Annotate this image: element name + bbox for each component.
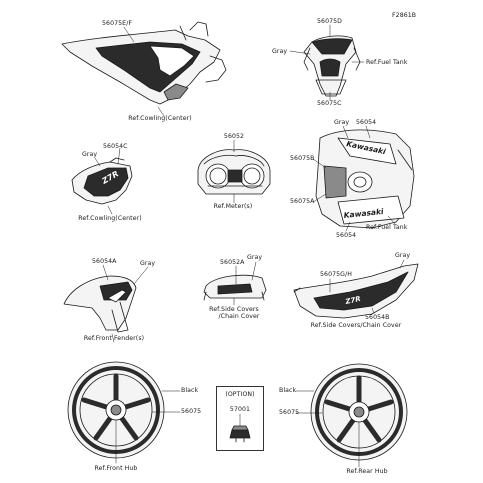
color-black-front: Black bbox=[181, 387, 199, 394]
svg-text:Kawasaki: Kawasaki bbox=[343, 207, 384, 220]
ref-cowling-center-mid: Ref.Cowling(Center) bbox=[78, 215, 142, 222]
fuel-tank-side-decal-illustration: Kawasaki Kawasaki bbox=[315, 129, 415, 229]
color-gray-fender: Gray bbox=[140, 260, 156, 267]
part-number-56075b: 56075B bbox=[290, 155, 315, 162]
option-box bbox=[216, 386, 264, 451]
color-gray-chain: Gray bbox=[247, 254, 263, 261]
option-clip-illustration bbox=[229, 425, 251, 443]
color-gray-tank-top: Gray bbox=[272, 48, 288, 55]
part-number-56054-top: 56054 bbox=[356, 119, 377, 126]
ref-side-covers-chain-cover: Ref.Side Covers/Chain Cover bbox=[310, 322, 402, 329]
ref-fuel-tank-mid: Ref.Fuel Tank bbox=[366, 224, 408, 231]
ref-meter: Ref.Meter(s) bbox=[213, 203, 253, 210]
ref-front-fender: Ref.Front Fender(s) bbox=[83, 335, 145, 342]
front-cowling-decal-illustration bbox=[61, 21, 227, 105]
color-gray-cowl-mid: Gray bbox=[82, 151, 98, 158]
ref-side-covers-line2: /Chain Cover bbox=[218, 313, 260, 320]
front-wheel-decal-illustration bbox=[67, 361, 165, 459]
color-black-rear: Black bbox=[279, 387, 297, 394]
part-number-56075-rear: 56075 bbox=[279, 409, 300, 416]
color-gray-side: Gray bbox=[395, 252, 411, 259]
chain-cover-decal-illustration bbox=[203, 274, 267, 301]
part-number-56075ef: 56075E/F bbox=[102, 20, 133, 27]
meter-decal-illustration bbox=[197, 149, 271, 195]
part-number-56075c: 56075C bbox=[317, 100, 342, 107]
option-title: (OPTION) bbox=[225, 391, 255, 398]
svg-text:Z7R: Z7R bbox=[344, 295, 362, 306]
color-gray-tank-mid: Gray bbox=[334, 119, 350, 126]
ref-rear-hub: Ref.Rear Hub bbox=[346, 468, 388, 475]
part-number-56075d: 56075D bbox=[317, 18, 343, 25]
part-number-56075-front: 56075 bbox=[181, 408, 202, 415]
figure-code: F2861B bbox=[392, 12, 417, 19]
ref-front-hub: Ref.Front Hub bbox=[94, 465, 138, 472]
fuel-tank-top-decal-illustration bbox=[303, 35, 361, 97]
ref-fuel-tank-top: Ref.Fuel Tank bbox=[366, 59, 408, 66]
part-number-56054-bottom: 56054 bbox=[336, 232, 357, 239]
part-number-56052a: 56052A bbox=[220, 259, 245, 266]
side-cowling-decal-illustration: Z7R bbox=[71, 157, 133, 205]
part-number-57001: 57001 bbox=[229, 406, 251, 413]
front-fender-decal-illustration bbox=[63, 275, 137, 333]
part-number-56054a: 56054A bbox=[92, 258, 117, 265]
part-number-56075a: 56075A bbox=[290, 198, 315, 205]
part-number-56054b: 56054B bbox=[365, 314, 390, 321]
part-number-56075gh: 56075G/H bbox=[320, 271, 353, 278]
ref-cowling-center-top: Ref.Cowling(Center) bbox=[128, 115, 192, 122]
ref-side-covers-line1: Ref.Side Covers bbox=[209, 306, 259, 313]
side-cover-decal-illustration: Z7R bbox=[293, 263, 419, 319]
part-number-56052: 56052 bbox=[223, 133, 245, 140]
part-number-56054c: 56054C bbox=[103, 143, 128, 150]
